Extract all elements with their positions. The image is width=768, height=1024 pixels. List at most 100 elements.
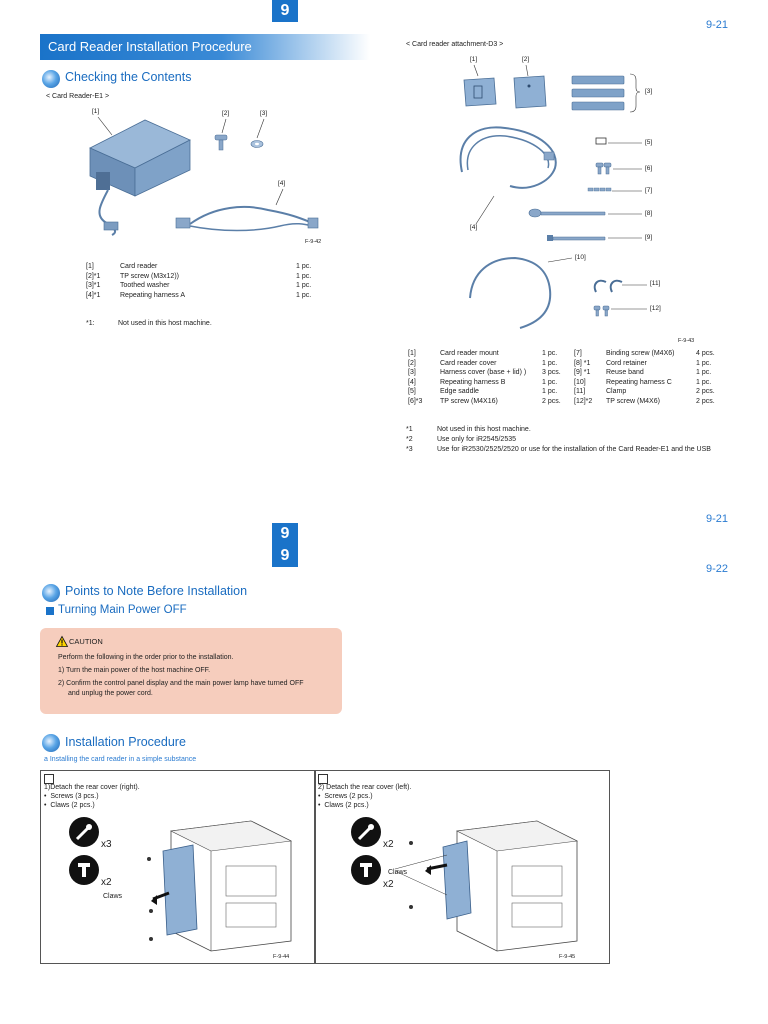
step-bullet: • Claws (2 pcs.) <box>44 802 95 809</box>
machine-rear-right-drawing <box>147 820 293 952</box>
fig-label: [6] <box>645 165 653 172</box>
heading-bullet-icon <box>42 584 60 602</box>
fig-label: [8] <box>645 210 653 217</box>
warning-triangle-icon <box>55 635 69 647</box>
figure-caption: F-9-43 <box>678 338 695 344</box>
item-name: TP screw (M4X6) <box>606 397 660 405</box>
fig-label: [3] <box>260 110 268 117</box>
item-number: [5] <box>408 388 416 396</box>
step-title: 1)Detach the rear cover (right). <box>44 784 140 791</box>
fig-label: [1] <box>92 108 100 115</box>
item-qty: 3 pcs. <box>542 369 561 377</box>
item-number: [1] <box>86 263 94 271</box>
item-number: [9] *1 <box>574 369 591 377</box>
claw-count: x2 <box>101 877 112 888</box>
note-mark: *3 <box>406 446 413 453</box>
fig-label: [5] <box>645 139 653 146</box>
item-qty: 1 pc. <box>542 359 558 367</box>
attachment-d3-drawing <box>459 64 647 329</box>
step-title: 2) Detach the rear cover (left). <box>318 784 412 791</box>
fig-label: [4] <box>470 224 478 231</box>
step-bullet: • Screws (2 pcs.) <box>318 793 373 800</box>
table-row: [1] Card reader mount 1 pc. [7] Binding … <box>408 349 721 359</box>
item-qty: 1 pc. <box>696 359 712 367</box>
fig-label: [7] <box>645 187 653 194</box>
step-2-panel: 2) Detach the rear cover (left). • Screw… <box>314 770 610 964</box>
item-name: Reuse band <box>606 369 644 377</box>
item-name: Card reader <box>120 263 158 271</box>
page-number: 9-21 <box>706 513 729 525</box>
note-text: Not used in this host machine. <box>437 426 531 433</box>
fig-label: [2] <box>222 110 230 117</box>
table-row: [2] Card reader cover 1 pc. [8] *1 Cord … <box>408 359 721 369</box>
item-number: [3]*1 <box>86 282 101 290</box>
item-name: Repeating harness B <box>440 378 506 386</box>
note-text: Use for iR2530/2525/2520 or use for the … <box>437 446 711 453</box>
fig-label: [12] <box>650 305 661 312</box>
kit-label-e1: < Card Reader-E1 > <box>46 93 110 100</box>
item-number: [6]*3 <box>408 397 423 405</box>
note-mark: *1: <box>86 320 95 327</box>
item-qty: 2 pcs. <box>696 388 715 396</box>
claw-release-icon <box>69 855 99 885</box>
table-row: [3] Harness cover (base + lid) ) 3 pcs. … <box>408 368 721 378</box>
item-name: Repeating harness A <box>120 291 185 299</box>
step-1-panel: 1)Detach the rear cover (right). • Screw… <box>40 770 316 964</box>
item-name: Toothed washer <box>120 282 170 290</box>
table-row: [3]*1 Toothed washer 1 pc. <box>86 281 317 291</box>
item-number: [2] <box>408 359 416 367</box>
caution-title: CAUTION <box>69 637 103 646</box>
step-checkbox[interactable] <box>318 774 328 784</box>
kit-label-d3: < Card reader attachment-D3 > <box>406 41 504 48</box>
item-qty: 1 pc. <box>296 282 312 290</box>
table-row: [6]*3 TP screw (M4X16) 2 pcs. [12]*2 TP … <box>408 397 721 407</box>
chapter-number-tab: 9 <box>272 523 298 545</box>
item-number: [3] <box>408 369 416 377</box>
caution-intro: Perform the following in the order prior… <box>58 654 234 661</box>
caution-step-continued: and unplug the power cord. <box>68 690 153 697</box>
item-number: [10] <box>574 378 586 386</box>
fig-label: [2] <box>522 56 530 63</box>
item-name: Edge saddle <box>440 388 479 396</box>
figure-caption: F-9-44 <box>273 954 290 960</box>
fig-label: [11] <box>650 280 661 287</box>
screwdriver-icon <box>69 817 99 847</box>
table-row: [5] Edge saddle 1 pc. [11] Clamp 2 pcs. <box>408 387 721 397</box>
item-number: [2]*1 <box>86 272 101 280</box>
heading-bullet-icon <box>42 734 60 752</box>
item-name: Binding screw (M4X6) <box>606 350 675 358</box>
page-number: 9-21 <box>706 19 729 31</box>
fig-label: [9] <box>645 234 653 241</box>
item-number: [12]*2 <box>574 397 593 405</box>
item-number: [7] <box>574 350 582 358</box>
section-title-bar: Card Reader Installation Procedure <box>40 34 370 60</box>
step-bullet-text: Screws (2 pcs.) <box>324 793 373 800</box>
item-name: Harness cover (base + lid) ) <box>440 369 527 377</box>
item-qty: 1 pc. <box>296 272 312 280</box>
item-name: TP screw (M4X16) <box>440 397 498 405</box>
step-checkbox[interactable] <box>44 774 54 784</box>
item-name: Repeating harness C <box>606 378 672 386</box>
claw-count: x2 <box>383 879 394 890</box>
item-qty: 1 pc. <box>296 263 312 271</box>
item-name: Clamp <box>606 388 627 396</box>
subheading-square-icon <box>46 607 54 615</box>
item-name: Card reader mount <box>440 350 499 358</box>
item-qty: 1 pc. <box>542 350 558 358</box>
table-row: [1] Card reader 1 pc. <box>86 262 317 272</box>
card-reader-e1-drawing <box>89 116 319 236</box>
table-row: [4]*1 Repeating harness A 1 pc. <box>86 291 317 301</box>
install-subsection-link[interactable]: a Installing the card reader in a simple… <box>44 756 197 763</box>
checking-contents-heading: Checking the Contents <box>65 70 192 84</box>
screw-count: x3 <box>101 839 112 850</box>
chapter-number-tab: 9 <box>272 545 298 567</box>
step-bullet-text: Claws (2 pcs.) <box>324 802 369 809</box>
item-number: [4] <box>408 378 416 386</box>
heading-bullet-icon <box>42 70 60 88</box>
note-mark: *2 <box>406 436 413 443</box>
figure-caption: F-9-45 <box>559 954 576 960</box>
card-reader-e1-parts-table: [1] Card reader 1 pc. [2]*1 TP screw (M3… <box>86 262 317 300</box>
item-qty: 2 pcs. <box>696 397 715 405</box>
item-name: Cord retainer <box>606 359 647 367</box>
fig-label: [3] <box>645 88 653 95</box>
